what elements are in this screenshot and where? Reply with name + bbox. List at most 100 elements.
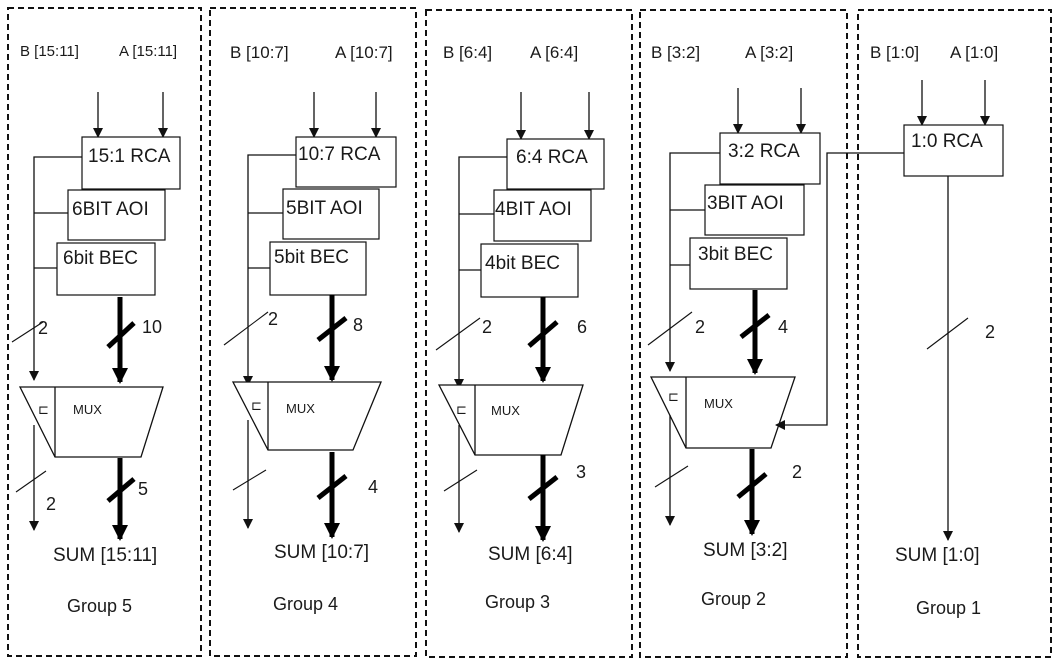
group-2-title: Group 2 xyxy=(701,589,766,609)
group-5-title: Group 5 xyxy=(67,596,132,616)
group-1-rca-block xyxy=(903,124,1004,177)
group-3-title: Group 3 xyxy=(485,592,550,612)
group-3-select-width: 2 xyxy=(482,317,492,337)
group-2-mux xyxy=(649,376,796,449)
group-5-sum-width: 5 xyxy=(138,479,148,499)
group-3-carry-out-slash xyxy=(443,469,478,492)
group-2-select-bus-slash xyxy=(647,311,693,346)
group-1-bus-width: 2 xyxy=(985,322,995,342)
group-1-panel: B [1:0] A [1:0] 1:0 RCA 2 SUM [1:0] Grou… xyxy=(857,9,1052,658)
group-5-input-a-label: A [15:11] xyxy=(119,43,177,60)
group-3-mux-label: MUX xyxy=(491,403,520,418)
group-5-select-bus-slash xyxy=(11,321,44,343)
group-5-mux-select-glyph: ⊏ xyxy=(38,402,49,417)
group-4-data-bus-slash xyxy=(316,316,348,342)
group-4-mux-label: MUX xyxy=(286,401,315,416)
group-4-panel: B [10:7] A [10:7] 10:7 RCA 5BIT AOI 5bit… xyxy=(209,7,417,657)
group-3-sum-label: SUM [6:4] xyxy=(488,544,572,565)
group-4-input-b-label: B [10:7] xyxy=(230,43,289,62)
group-2-carry-out-slash xyxy=(654,465,689,488)
group-5-carry-width: 2 xyxy=(46,494,56,514)
group-2-panel: B [3:2] A [3:2] 3:2 RCA 3BIT AOI 3bit BE… xyxy=(639,9,848,658)
group-3-sum-bus-slash xyxy=(527,475,559,501)
group-5-select-width: 2 xyxy=(38,318,48,338)
group-3-rca-label: 6:4 RCA xyxy=(516,147,588,168)
group-1-carry-to-group-2-mux-wire xyxy=(775,152,904,430)
group-2-aoi-block xyxy=(704,184,805,236)
group-1-sum-bus-slash xyxy=(926,317,969,350)
group-5-bec-label: 6bit BEC xyxy=(63,248,138,269)
group-5-aoi-block xyxy=(67,189,166,241)
group-5-rca-label: 15:1 RCA xyxy=(88,146,171,167)
group-2-data-bus-slash xyxy=(739,313,771,339)
group-3-select-bus-slash xyxy=(435,317,481,351)
group-1-title: Group 1 xyxy=(916,598,981,618)
group-2-carry-feedback-wire xyxy=(665,152,720,372)
group-5-sum-label: SUM [15:11] xyxy=(53,545,157,566)
group-5-input-b-label: B [15:11] xyxy=(20,43,79,60)
group-5-aoi-label: 6BIT AOI xyxy=(72,199,149,220)
group-5-panel: B [15:11] A [15:11] 15:1 RCA 6BIT AOI 6b… xyxy=(7,7,202,657)
group-4-sum-bus-slash xyxy=(316,474,348,500)
group-2-input-b-label: B [3:2] xyxy=(651,43,700,62)
group-2-frame xyxy=(639,9,848,658)
group-3-sum-width: 3 xyxy=(576,462,586,482)
group-5-data-bus-slash xyxy=(106,321,136,349)
group-4-aoi-label: 5BIT AOI xyxy=(286,198,363,219)
group-4-select-width: 2 xyxy=(268,309,278,329)
group-4-bec-label: 5bit BEC xyxy=(274,247,349,268)
group-3-input-b-label: B [6:4] xyxy=(443,43,492,62)
group-4-sum-width: 4 xyxy=(368,477,378,497)
group-2-sum-label: SUM [3:2] xyxy=(703,540,787,561)
group-5-carry-out-slash xyxy=(15,470,47,493)
group-2-rca-label: 3:2 RCA xyxy=(728,141,800,162)
group-3-panel: B [6:4] A [6:4] 6:4 RCA 4BIT AOI 4bit BE… xyxy=(425,9,633,658)
group-4-frame xyxy=(209,7,417,657)
group-1-input-b-label: B [1:0] xyxy=(870,43,919,62)
group-5-rca-block xyxy=(81,136,181,190)
group-4-title: Group 4 xyxy=(273,594,338,614)
group-4-carry-out-slash xyxy=(232,469,267,491)
group-4-sum-label: SUM [10:7] xyxy=(274,542,369,563)
group-5-bec-block xyxy=(56,242,156,296)
group-4-bus-width: 8 xyxy=(353,315,363,335)
group-3-rca-block xyxy=(506,138,605,190)
group-5-carry-feedback-wire xyxy=(29,156,82,381)
group-4-bec-block xyxy=(269,241,367,296)
group-4-select-bus-slash xyxy=(223,311,269,346)
group-2-aoi-label: 3BIT AOI xyxy=(707,193,784,214)
group-2-sum-bus-slash xyxy=(736,472,768,499)
group-2-mux-select-glyph: ⊏ xyxy=(668,389,679,404)
group-3-bec-label: 4bit BEC xyxy=(485,253,560,274)
group-4-input-a-label: A [10:7] xyxy=(335,43,393,62)
group-3-aoi-label: 4BIT AOI xyxy=(495,199,572,220)
group-2-sum-width: 2 xyxy=(792,462,802,482)
group-5-sum-bus-slash xyxy=(106,477,136,503)
group-3-aoi-block xyxy=(493,189,592,242)
group-2-rca-block xyxy=(719,132,821,185)
group-3-carry-feedback-wire xyxy=(454,156,507,389)
group-3-frame xyxy=(425,9,633,658)
group-1-rca-label: 1:0 RCA xyxy=(911,131,983,152)
group-4-rca-block xyxy=(295,136,397,188)
group-1-sum-label: SUM [1:0] xyxy=(895,545,979,566)
group-2-select-width: 2 xyxy=(695,317,705,337)
group-3-input-a-label: A [6:4] xyxy=(530,43,578,62)
group-2-bec-label: 3bit BEC xyxy=(698,244,773,265)
group-2-bus-width: 4 xyxy=(778,317,788,337)
group-2-bec-block xyxy=(689,237,788,290)
group-4-aoi-block xyxy=(282,188,380,240)
group-2-input-a-label: A [3:2] xyxy=(745,43,793,62)
group-3-bus-width: 6 xyxy=(577,317,587,337)
group-3-mux-select-glyph: ⊏ xyxy=(456,402,467,417)
group-5-bus-width: 10 xyxy=(142,317,162,337)
group-3-data-bus-slash xyxy=(527,320,559,348)
group-1-input-a-label: A [1:0] xyxy=(950,43,998,62)
group-4-mux xyxy=(231,381,382,451)
group-5-mux-label: MUX xyxy=(73,402,102,417)
group-4-mux-select-glyph: ⊏ xyxy=(251,398,262,413)
group-4-rca-label: 10:7 RCA xyxy=(298,144,381,165)
group-3-mux xyxy=(437,384,584,456)
group-5-mux xyxy=(18,386,164,458)
